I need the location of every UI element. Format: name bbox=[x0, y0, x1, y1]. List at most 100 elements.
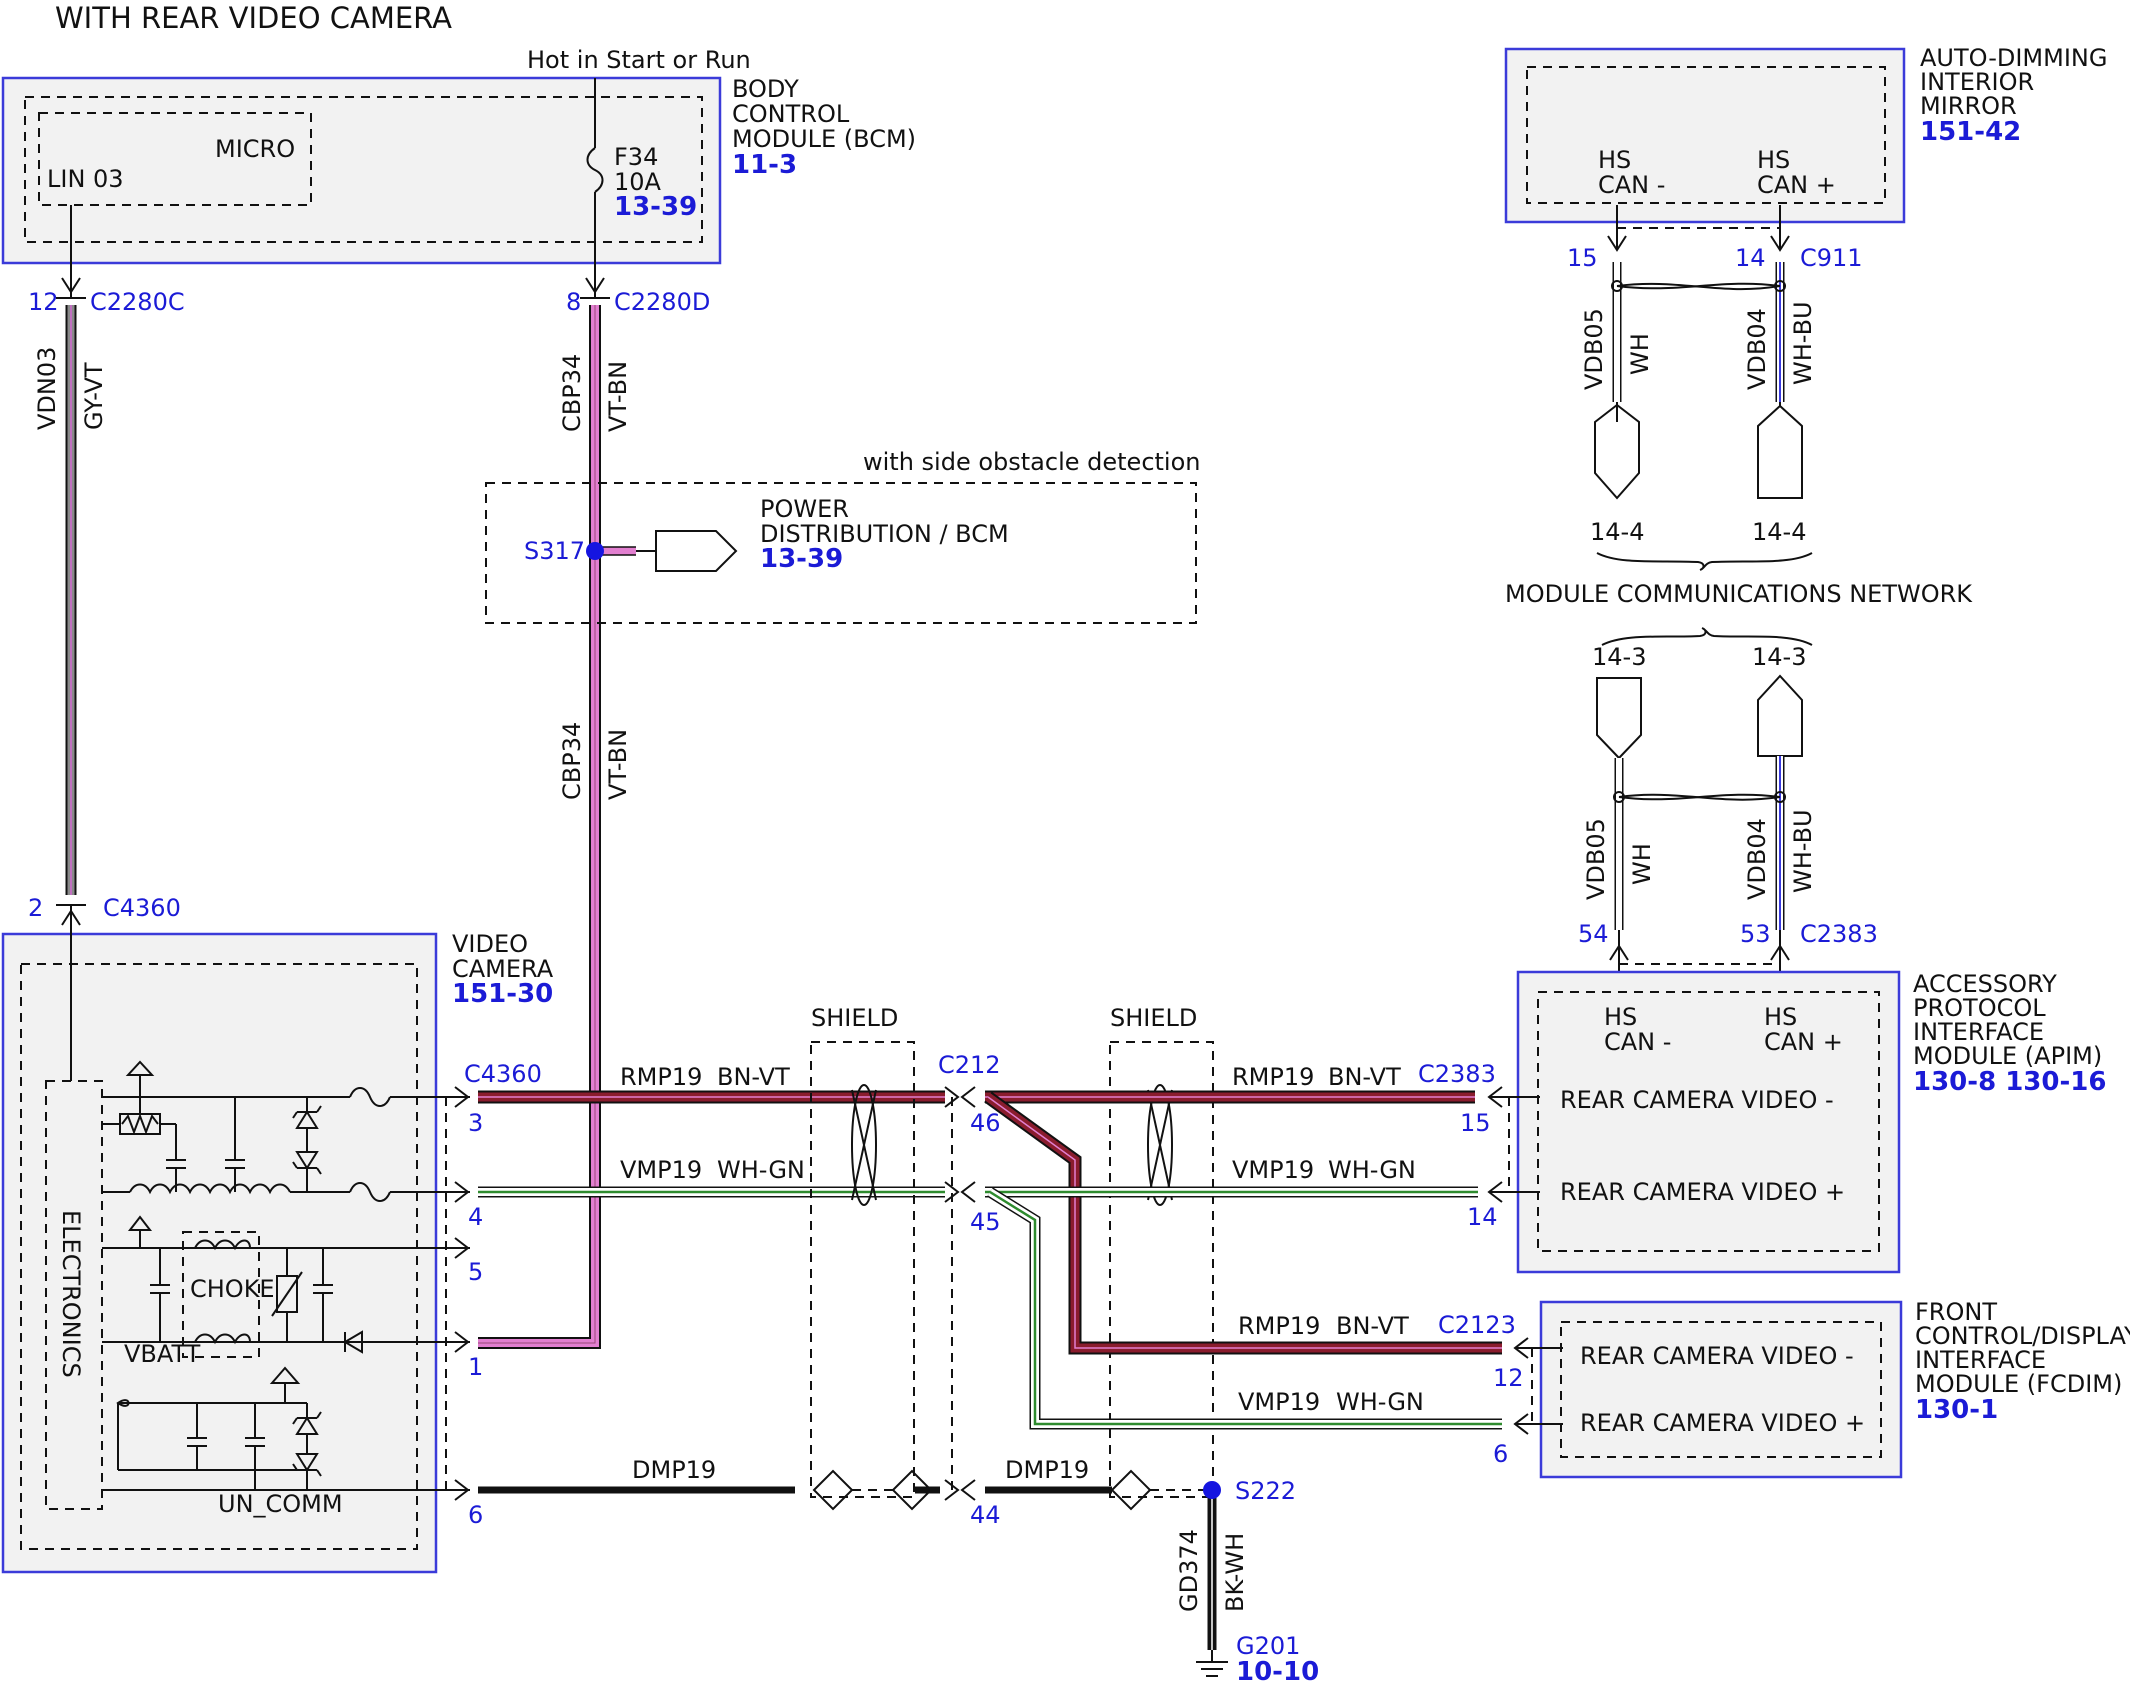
cbp34-bottom-color: VT-BN bbox=[604, 729, 632, 800]
wire-cbp34 bbox=[478, 305, 601, 1349]
splice-s222: S222 bbox=[1235, 1477, 1296, 1505]
mirror-module bbox=[1504, 47, 1906, 252]
fcdim-pin-video-neg: 12 bbox=[1493, 1364, 1524, 1392]
fuse-name: F34 bbox=[614, 143, 658, 171]
mirror-pin-low: 15 bbox=[1567, 244, 1598, 272]
splice-s317: S317 bbox=[524, 537, 585, 565]
apim-can-high-2: CAN + bbox=[1764, 1028, 1843, 1056]
fcdim-ref: 130-1 bbox=[1915, 1395, 1998, 1425]
wire-rmp19-right bbox=[984, 1090, 1502, 1355]
apim-ref: 130-8 130-16 bbox=[1913, 1067, 2106, 1097]
cbp34-top-color: VT-BN bbox=[604, 361, 632, 432]
mirror-wire-high-color: WH-BU bbox=[1789, 301, 1817, 385]
mirror-name-1: AUTO-DIMMING bbox=[1920, 44, 2107, 72]
fcdim-name-1: FRONT bbox=[1915, 1298, 1997, 1326]
camera-ref: 151-30 bbox=[452, 979, 553, 1009]
rmp19-fcdim-color: BN-VT bbox=[1336, 1312, 1409, 1340]
mirror-page-ref-low: 14-4 bbox=[1590, 518, 1644, 546]
apim-can-low-1: HS bbox=[1604, 1003, 1637, 1031]
cbp34-top-circuit: CBP34 bbox=[558, 354, 586, 432]
bcm-connector-left: C2280C bbox=[90, 288, 185, 316]
fcdim-name-3: INTERFACE bbox=[1915, 1346, 2046, 1374]
camera-electronics: ELECTRONICS bbox=[57, 1210, 85, 1378]
bcm-connector-right: C2280D bbox=[614, 288, 710, 316]
bcm-power-label: Hot in Start or Run bbox=[527, 46, 751, 74]
bcm-lin-label: LIN 03 bbox=[47, 165, 124, 193]
bcm-module: MICRO LIN 03 Hot in Start or Run BODY CO… bbox=[1, 46, 916, 299]
mirror-can-low-2: CAN - bbox=[1598, 171, 1665, 199]
apim-pin-video-pos: 14 bbox=[1467, 1203, 1498, 1231]
fuse-rating: 10A bbox=[614, 168, 662, 196]
pin-45: 45 bbox=[970, 1208, 1001, 1236]
apim-can-high-1: HS bbox=[1764, 1003, 1797, 1031]
dmp19-right-label: DMP19 bbox=[1005, 1456, 1089, 1484]
mirror-can-low-1: HS bbox=[1598, 146, 1631, 174]
mirror-wire-high-circuit: VDB04 bbox=[1743, 308, 1771, 390]
bcm-pin-right: 8 bbox=[566, 288, 581, 316]
fcdim-name-2: CONTROL/DISPLAY bbox=[1915, 1322, 2130, 1350]
network-brace-bottom bbox=[1601, 627, 1813, 646]
bcm-name-2: CONTROL bbox=[732, 100, 850, 128]
side-obstacle-group bbox=[485, 482, 1197, 624]
vmp19-left-color: WH-GN bbox=[717, 1156, 805, 1184]
rmp19-fcdim-circuit: RMP19 bbox=[1238, 1312, 1320, 1340]
mirror-pin-high: 14 bbox=[1735, 244, 1766, 272]
wire-vmp19-right bbox=[985, 1186, 1502, 1430]
mirror-wire-low-circuit: VDB05 bbox=[1580, 308, 1608, 390]
mirror-can-wires bbox=[1594, 262, 1803, 500]
apim-pin-high: 53 bbox=[1740, 920, 1771, 948]
bcm-name-3: MODULE (BCM) bbox=[732, 125, 916, 153]
camera-pin-6: 6 bbox=[468, 1501, 483, 1529]
apim-wire-low-circuit: VDB05 bbox=[1582, 818, 1610, 900]
apim-module bbox=[1516, 970, 1901, 1274]
apim-connector: C2383 bbox=[1800, 920, 1878, 948]
vmp19-fcdim-circuit: VMP19 bbox=[1238, 1388, 1320, 1416]
fcdim-pin-video-pos: 6 bbox=[1493, 1440, 1508, 1468]
bcm-micro-label: MICRO bbox=[215, 135, 295, 163]
camera-choke: CHOKE bbox=[190, 1275, 275, 1303]
apim-can-low-2: CAN - bbox=[1604, 1028, 1671, 1056]
camera-uncomm: UN_COMM bbox=[218, 1490, 343, 1518]
pin-44: 44 bbox=[970, 1501, 1001, 1529]
apim-name-3: INTERFACE bbox=[1913, 1018, 2044, 1046]
apim-page-ref-high: 14-3 bbox=[1752, 643, 1806, 671]
fcdim-video-neg: REAR CAMERA VIDEO - bbox=[1580, 1342, 1854, 1370]
camera-connector-side: C4360 bbox=[464, 1060, 542, 1088]
apim-name-4: MODULE (APIM) bbox=[1913, 1042, 2102, 1070]
pin-46: 46 bbox=[970, 1109, 1001, 1137]
vdn03-circuit: VDN03 bbox=[33, 347, 61, 430]
gd374-circuit: GD374 bbox=[1175, 1529, 1203, 1612]
fcdim-module bbox=[1539, 1300, 1903, 1479]
vmp19-left-circuit: VMP19 bbox=[620, 1156, 702, 1184]
ground-group bbox=[1196, 1481, 1228, 1677]
camera-pin-1: 1 bbox=[468, 1353, 483, 1381]
fcdim-video-connector bbox=[1513, 1337, 1563, 1435]
gd374-color: BK-WH bbox=[1221, 1533, 1249, 1612]
mirror-name-2: INTERIOR bbox=[1920, 68, 2034, 96]
fcdim-connector: C2123 bbox=[1438, 1311, 1516, 1339]
power-dist-2: DISTRIBUTION / BCM bbox=[760, 520, 1009, 548]
vmp19-apim-circuit: VMP19 bbox=[1232, 1156, 1314, 1184]
apim-pin-low: 54 bbox=[1578, 920, 1609, 948]
camera-name-2: CAMERA bbox=[452, 955, 554, 983]
camera-vbatt: VBATT bbox=[124, 1340, 201, 1368]
vmp19-fcdim-color: WH-GN bbox=[1336, 1388, 1424, 1416]
apim-video-connector bbox=[1487, 1086, 1540, 1203]
apim-name-1: ACCESSORY bbox=[1913, 970, 2057, 998]
apim-page-ref-low: 14-3 bbox=[1592, 643, 1646, 671]
c212-label: C212 bbox=[938, 1051, 1001, 1079]
vmp19-apim-color: WH-GN bbox=[1328, 1156, 1416, 1184]
shield-right bbox=[1109, 1041, 1214, 1511]
apim-wire-low-color: WH bbox=[1628, 843, 1656, 885]
apim-video-pos: REAR CAMERA VIDEO + bbox=[1560, 1178, 1845, 1206]
apim-name-2: PROTOCOL bbox=[1913, 994, 2046, 1022]
rmp19-left-color: BN-VT bbox=[717, 1063, 790, 1091]
apim-wire-high-color: WH-BU bbox=[1789, 809, 1817, 893]
power-dist-1: POWER bbox=[760, 495, 849, 523]
rmp19-apim-circuit: RMP19 bbox=[1232, 1063, 1314, 1091]
shield-left bbox=[810, 1041, 933, 1511]
side-obstacle-label: with side obstacle detection bbox=[863, 448, 1201, 476]
apim-pin-video-neg: 15 bbox=[1460, 1109, 1491, 1137]
cbp34-bottom-circuit: CBP34 bbox=[558, 722, 586, 800]
ground-ref: 10-10 bbox=[1236, 1657, 1319, 1683]
